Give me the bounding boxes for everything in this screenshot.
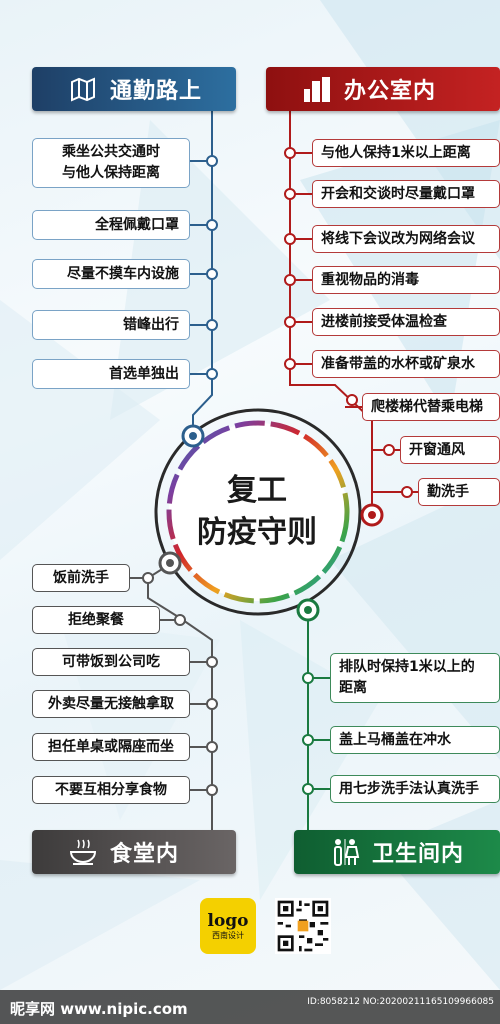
hub-node-toilet	[296, 598, 320, 622]
commute-item: 全程佩戴口罩	[32, 210, 190, 240]
canteen-item: 饭前洗手	[32, 564, 130, 592]
center-title-line1: 复工	[227, 473, 287, 508]
footer-bar	[0, 990, 500, 1024]
canteen-item: 担任单桌或隔座而坐	[32, 733, 190, 761]
bowl-icon	[68, 837, 98, 867]
logo: logo 西南设计	[200, 898, 256, 954]
section-title: 卫生间内	[372, 842, 465, 867]
map-icon	[68, 74, 98, 104]
hub-node-canteen	[158, 551, 182, 575]
office-item: 开会和交谈时尽量戴口罩	[312, 180, 500, 208]
office-item: 爬楼梯代替乘电梯	[362, 393, 500, 421]
office-item: 开窗通风	[400, 436, 500, 464]
commute-item: 尽量不摸车内设施	[32, 259, 190, 289]
logo-subtext: 西南设计	[212, 930, 244, 940]
office-item: 勤洗手	[418, 478, 500, 506]
qr-code	[275, 898, 331, 954]
image-id: ID:8058212 NO:20200211165109966085	[307, 997, 494, 1007]
office-item: 将线下会议改为网络会议	[312, 225, 500, 253]
center-title-line2: 防疫守则	[197, 515, 317, 550]
office-item: 准备带盖的水杯或矿泉水	[312, 350, 500, 378]
hub-node-commute	[181, 424, 205, 448]
office-item: 与他人保持1米以上距离	[312, 139, 500, 167]
commute-item: 错峰出行	[32, 310, 190, 340]
office-item: 重视物品的消毒	[312, 266, 500, 294]
canteen-item: 外卖尽量无接触拿取	[32, 690, 190, 718]
section-header-commute: 通勤路上	[32, 67, 236, 111]
section-title: 食堂内	[110, 842, 180, 867]
center-title: 复工 防疫守则	[177, 470, 337, 554]
hub-node-office	[360, 503, 384, 527]
section-title: 通勤路上	[110, 79, 203, 104]
section-header-office: 办公室内	[266, 67, 500, 111]
commute-item: 乘坐公共交通时 与他人保持距离	[32, 138, 190, 188]
canteen-item: 不要互相分享食物	[32, 776, 190, 804]
canteen-item: 拒绝聚餐	[32, 606, 160, 634]
office-item: 进楼前接受体温检查	[312, 308, 500, 336]
canteen-item: 可带饭到公司吃	[32, 648, 190, 676]
toilet-item: 盖上马桶盖在冲水	[330, 726, 500, 754]
restroom-icon	[330, 837, 360, 867]
toilet-item: 排队时保持1米以上的 距离	[330, 653, 500, 703]
logo-text: logo	[207, 910, 249, 931]
section-header-toilet: 卫生间内	[294, 830, 500, 874]
building-icon	[302, 74, 332, 104]
commute-item: 首选单独出	[32, 359, 190, 389]
toilet-item: 用七步洗手法认真洗手	[330, 775, 500, 803]
watermark: 昵享网 www.nipic.com	[10, 1000, 188, 1018]
section-title: 办公室内	[344, 79, 437, 104]
section-header-canteen: 食堂内	[32, 830, 236, 874]
